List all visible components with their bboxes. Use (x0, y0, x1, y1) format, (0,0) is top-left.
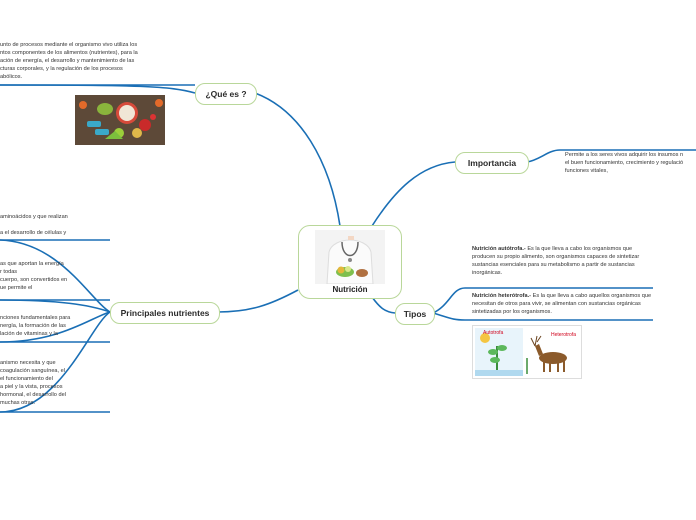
topic-tipos[interactable]: Tipos (395, 303, 435, 325)
connector-importancia (371, 161, 456, 227)
connector-principales-n3 (0, 311, 111, 343)
note-autotrofa: Nutrición autótrofa.- Es la que lleva a … (472, 245, 652, 277)
note-autotrofa-title: Nutrición autótrofa.- (472, 246, 526, 252)
autotrofa-label: Autotrofa (483, 330, 504, 336)
connector-tipos-auto (432, 287, 466, 314)
note-heterotrofa-text: Es la que lleva a cabo aquellos organism… (472, 293, 652, 315)
connector-principales-n1 (0, 239, 111, 313)
central-topic-label: Nutrición (332, 285, 368, 294)
note-nutriente-1: aminoácidos y que realizan a el desarrol… (0, 214, 68, 236)
note-nutriente-2: as que aportan la energía r todas cuerpo… (0, 261, 68, 291)
topic-importancia[interactable]: Importancia (455, 152, 529, 174)
note-heterotrofa: Nutrición heterótrofa.- Es la que lleva … (472, 292, 652, 316)
connector-importancia-note (526, 149, 561, 163)
note-importancia: Permite a los seres vivos adquirir los i… (565, 152, 684, 174)
autotrofa-heterotrofa-image: Autotrofa Heterotrofa (472, 325, 582, 379)
topic-principales-nutrientes[interactable]: Principales nutrientes (110, 302, 220, 324)
connector-que-es (254, 92, 341, 227)
doctor-illustration (315, 230, 385, 284)
connector-principales-n4 (0, 311, 111, 413)
connector-tipos (371, 296, 396, 314)
central-topic[interactable]: Nutrición (298, 225, 402, 299)
connector-principales-n2 (0, 299, 111, 313)
note-nutriente-4: anismo necesita y que coagulación sanguí… (0, 360, 66, 406)
note-heterotrofa-title: Nutrición heterótrofa.- (472, 293, 532, 299)
topic-que-es[interactable]: ¿Qué es ? (195, 83, 257, 105)
healthy-food-image (75, 95, 165, 145)
note-que-es: unto de procesos mediante el organismo v… (0, 42, 138, 80)
note-nutriente-3: nciones fundamentales para nergía, la fo… (0, 315, 71, 337)
connector-tipos-hetero (432, 312, 466, 321)
connector-que-es-note (0, 84, 196, 94)
heterotrofa-label: Heterotrofa (551, 332, 576, 338)
connector-principales (217, 289, 299, 313)
note-autotrofa-text: Es la que lleva a cabo los organismos qu… (472, 246, 640, 276)
